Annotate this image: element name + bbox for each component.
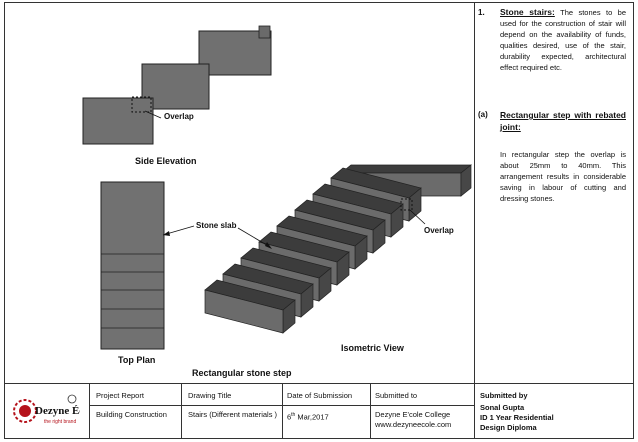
label-overlap-iso: Overlap	[424, 226, 454, 235]
tb-header-submitted-to: Submitted to	[375, 391, 418, 400]
isometric-drawing	[204, 164, 472, 334]
tb-row-divider	[89, 405, 474, 406]
note-heading: Stone stairs:	[500, 7, 555, 17]
top-plan-drawing	[100, 181, 195, 350]
tb-header-submitted-by: Submitted by	[480, 391, 528, 400]
tb-divider	[370, 384, 371, 439]
iso-landing-side	[460, 164, 472, 197]
tb-divider	[181, 384, 182, 439]
label-rectangular-stone-step: Rectangular stone step	[192, 368, 292, 378]
notes-panel: 1. Stone stairs: The stones to be used f…	[478, 7, 630, 227]
note-number: 1.	[478, 8, 485, 17]
tb-college-website: www.dezyneecole.com	[375, 420, 452, 429]
note-paragraph: Stone stairs: The stones to be used for …	[500, 7, 626, 73]
tb-college-name: Dezyne E'cole College	[375, 410, 451, 419]
subnote-number: (a)	[478, 110, 488, 119]
subnote-heading: Rectangular step with rebated joint:	[500, 110, 626, 132]
side-elevation-drawing	[82, 25, 272, 145]
tb-divider	[89, 384, 90, 439]
label-top-plan: Top Plan	[118, 355, 156, 365]
tb-header-date: Date of Submission	[287, 391, 353, 400]
label-side-elevation: Side Elevation	[135, 156, 197, 166]
tb-date-rest: Mar,2017	[295, 412, 329, 422]
tb-date-day: 6	[287, 412, 292, 422]
logo-text: Dezyne École	[35, 405, 80, 417]
subnote-text: In rectangular step the overlap is about…	[500, 150, 626, 203]
tb-date-sup: th	[291, 412, 296, 418]
note-text: The stones to be used for the constructi…	[500, 8, 626, 72]
tb-divider	[282, 384, 283, 439]
divider-vertical	[474, 2, 475, 383]
tb-header-project: Project Report	[96, 391, 144, 400]
drawing-frame	[4, 2, 634, 439]
dezyne-ecole-logo: Dezyne École the right brand	[13, 394, 80, 425]
iso-landing-top	[340, 164, 472, 174]
tb-header-drawing: Drawing Title	[188, 391, 232, 400]
tb-drawing-value: Stairs (Different materials )	[188, 410, 278, 419]
logo-tagline: the right brand	[44, 419, 76, 425]
tb-student-diploma: Design Diploma	[480, 423, 537, 432]
tb-student-course: ID 1 Year Residential	[480, 413, 554, 422]
label-stone-slab: Stone slab	[196, 221, 237, 230]
label-overlap-side: Overlap	[164, 112, 194, 121]
tb-divider	[474, 384, 475, 439]
iso-step-riser	[204, 289, 284, 334]
divider-horizontal	[4, 383, 634, 384]
tb-student-name: Sonal Gupta	[480, 403, 525, 412]
tb-project-value: Building Construction	[96, 410, 167, 419]
label-isometric-view: Isometric View	[341, 343, 404, 353]
tb-date-value: 6th Mar,2017	[287, 410, 329, 423]
